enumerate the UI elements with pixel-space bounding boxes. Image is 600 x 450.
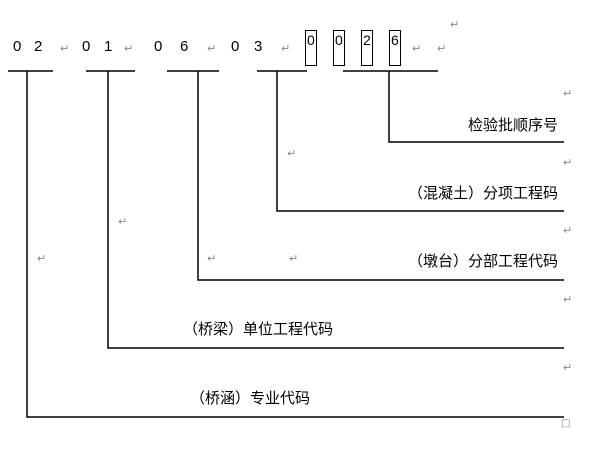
return-mark: ↵ xyxy=(207,252,217,265)
code-division-digit-2: 6 xyxy=(180,38,189,55)
code-unit-digit-2: 1 xyxy=(104,38,113,55)
return-mark: ↵ xyxy=(60,42,70,55)
return-mark: ↵ xyxy=(412,42,422,55)
code-division-digit-1: 0 xyxy=(154,38,163,55)
code-item-digit-2: 3 xyxy=(254,38,263,55)
code-specialty-digit-2: 2 xyxy=(34,38,43,55)
return-mark: ↵ xyxy=(37,252,47,265)
connector-batch xyxy=(388,71,564,143)
connector-division xyxy=(197,71,564,281)
return-mark: ↵ xyxy=(563,156,573,169)
code-batch-digit-1: 0 xyxy=(305,30,317,66)
connector-item xyxy=(276,71,564,212)
code-specialty-digit-1: 0 xyxy=(13,38,22,55)
label-division-code: （墩台）分部工程代码 xyxy=(407,252,558,270)
code-item-digit-1: 0 xyxy=(231,38,240,55)
connector-unit xyxy=(107,71,564,349)
label-specialty-code: （桥涵）专业代码 xyxy=(190,389,311,407)
return-mark: ↵ xyxy=(281,42,291,55)
label-batch-sequence: 检验批顺序号 xyxy=(467,116,558,134)
label-unit-code: （桥梁）单位工程代码 xyxy=(183,320,334,338)
return-mark: ↵ xyxy=(289,252,299,265)
end-mark: □ xyxy=(561,418,571,429)
return-mark: ↵ xyxy=(207,42,217,55)
return-mark: ↵ xyxy=(450,18,460,31)
code-batch-digit-4: 6 xyxy=(389,30,401,66)
return-mark: ↵ xyxy=(563,293,573,306)
return-mark: ↵ xyxy=(563,224,573,237)
return-mark: ↵ xyxy=(563,361,573,374)
return-mark: ↵ xyxy=(437,42,447,55)
code-unit-digit-1: 0 xyxy=(82,38,91,55)
code-batch-digit-2: 0 xyxy=(333,30,345,66)
return-mark: ↵ xyxy=(124,42,134,55)
return-mark: ↵ xyxy=(287,147,297,160)
return-mark: ↵ xyxy=(118,215,128,228)
code-batch-digit-3: 2 xyxy=(361,30,373,66)
connector-specialty xyxy=(26,71,564,418)
return-mark: ↵ xyxy=(563,87,573,100)
label-item-code: （混凝土）分项工程码 xyxy=(407,184,558,202)
